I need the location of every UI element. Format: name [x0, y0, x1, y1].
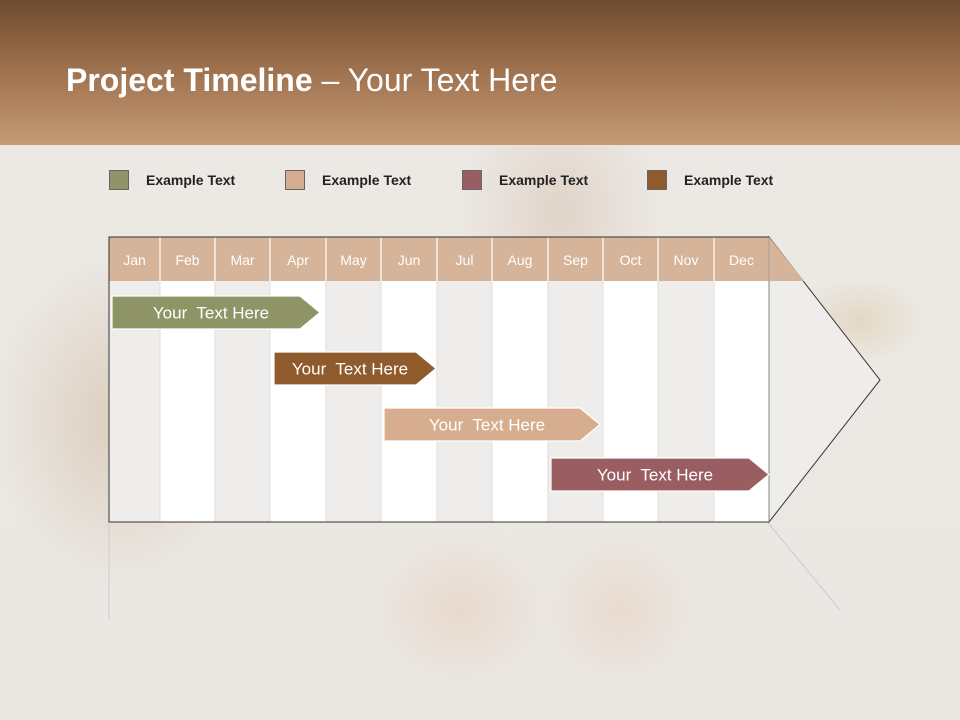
legend-label: Example Text: [499, 172, 589, 188]
month-label: Feb: [175, 252, 199, 268]
month-label: Mar: [230, 252, 254, 268]
legend-label: Example Text: [684, 172, 774, 188]
reflection-line: [768, 523, 841, 611]
task-label: Your Text Here: [153, 304, 269, 323]
task-label: Your Text Here: [597, 466, 713, 485]
legend-swatch: [647, 170, 667, 190]
task-arrow: [550, 457, 770, 492]
task-arrow: [383, 407, 601, 442]
title-rest: – Your Text Here: [312, 62, 558, 98]
month-label: Sep: [563, 252, 588, 268]
month-label: Dec: [729, 252, 754, 268]
month-label: Oct: [620, 252, 642, 268]
task-arrow: [273, 351, 437, 386]
legend-label: Example Text: [146, 172, 236, 188]
arrow-head-header: [769, 237, 804, 281]
legend-swatch: [109, 170, 129, 190]
month-column-shade: [437, 281, 492, 522]
legend-swatch: [285, 170, 305, 190]
month-label: Jun: [398, 252, 421, 268]
month-label: Aug: [508, 252, 533, 268]
month-column-shade: [326, 281, 381, 522]
month-label: Apr: [287, 252, 309, 268]
month-label: Jul: [456, 252, 474, 268]
month-label: Jan: [123, 252, 146, 268]
month-label: Nov: [674, 252, 699, 268]
task-label: Your Text Here: [292, 360, 408, 379]
month-label: May: [340, 252, 366, 268]
legend-swatch: [462, 170, 482, 190]
timeline-outline: [108, 236, 769, 523]
legend-label: Example Text: [322, 172, 412, 188]
month-header-band: [109, 237, 769, 281]
page-title: Project Timeline – Your Text Here: [66, 62, 558, 99]
task-label: Your Text Here: [429, 416, 545, 435]
title-bold: Project Timeline: [66, 62, 313, 98]
title-banner: [0, 0, 960, 145]
task-arrow: [111, 295, 321, 330]
